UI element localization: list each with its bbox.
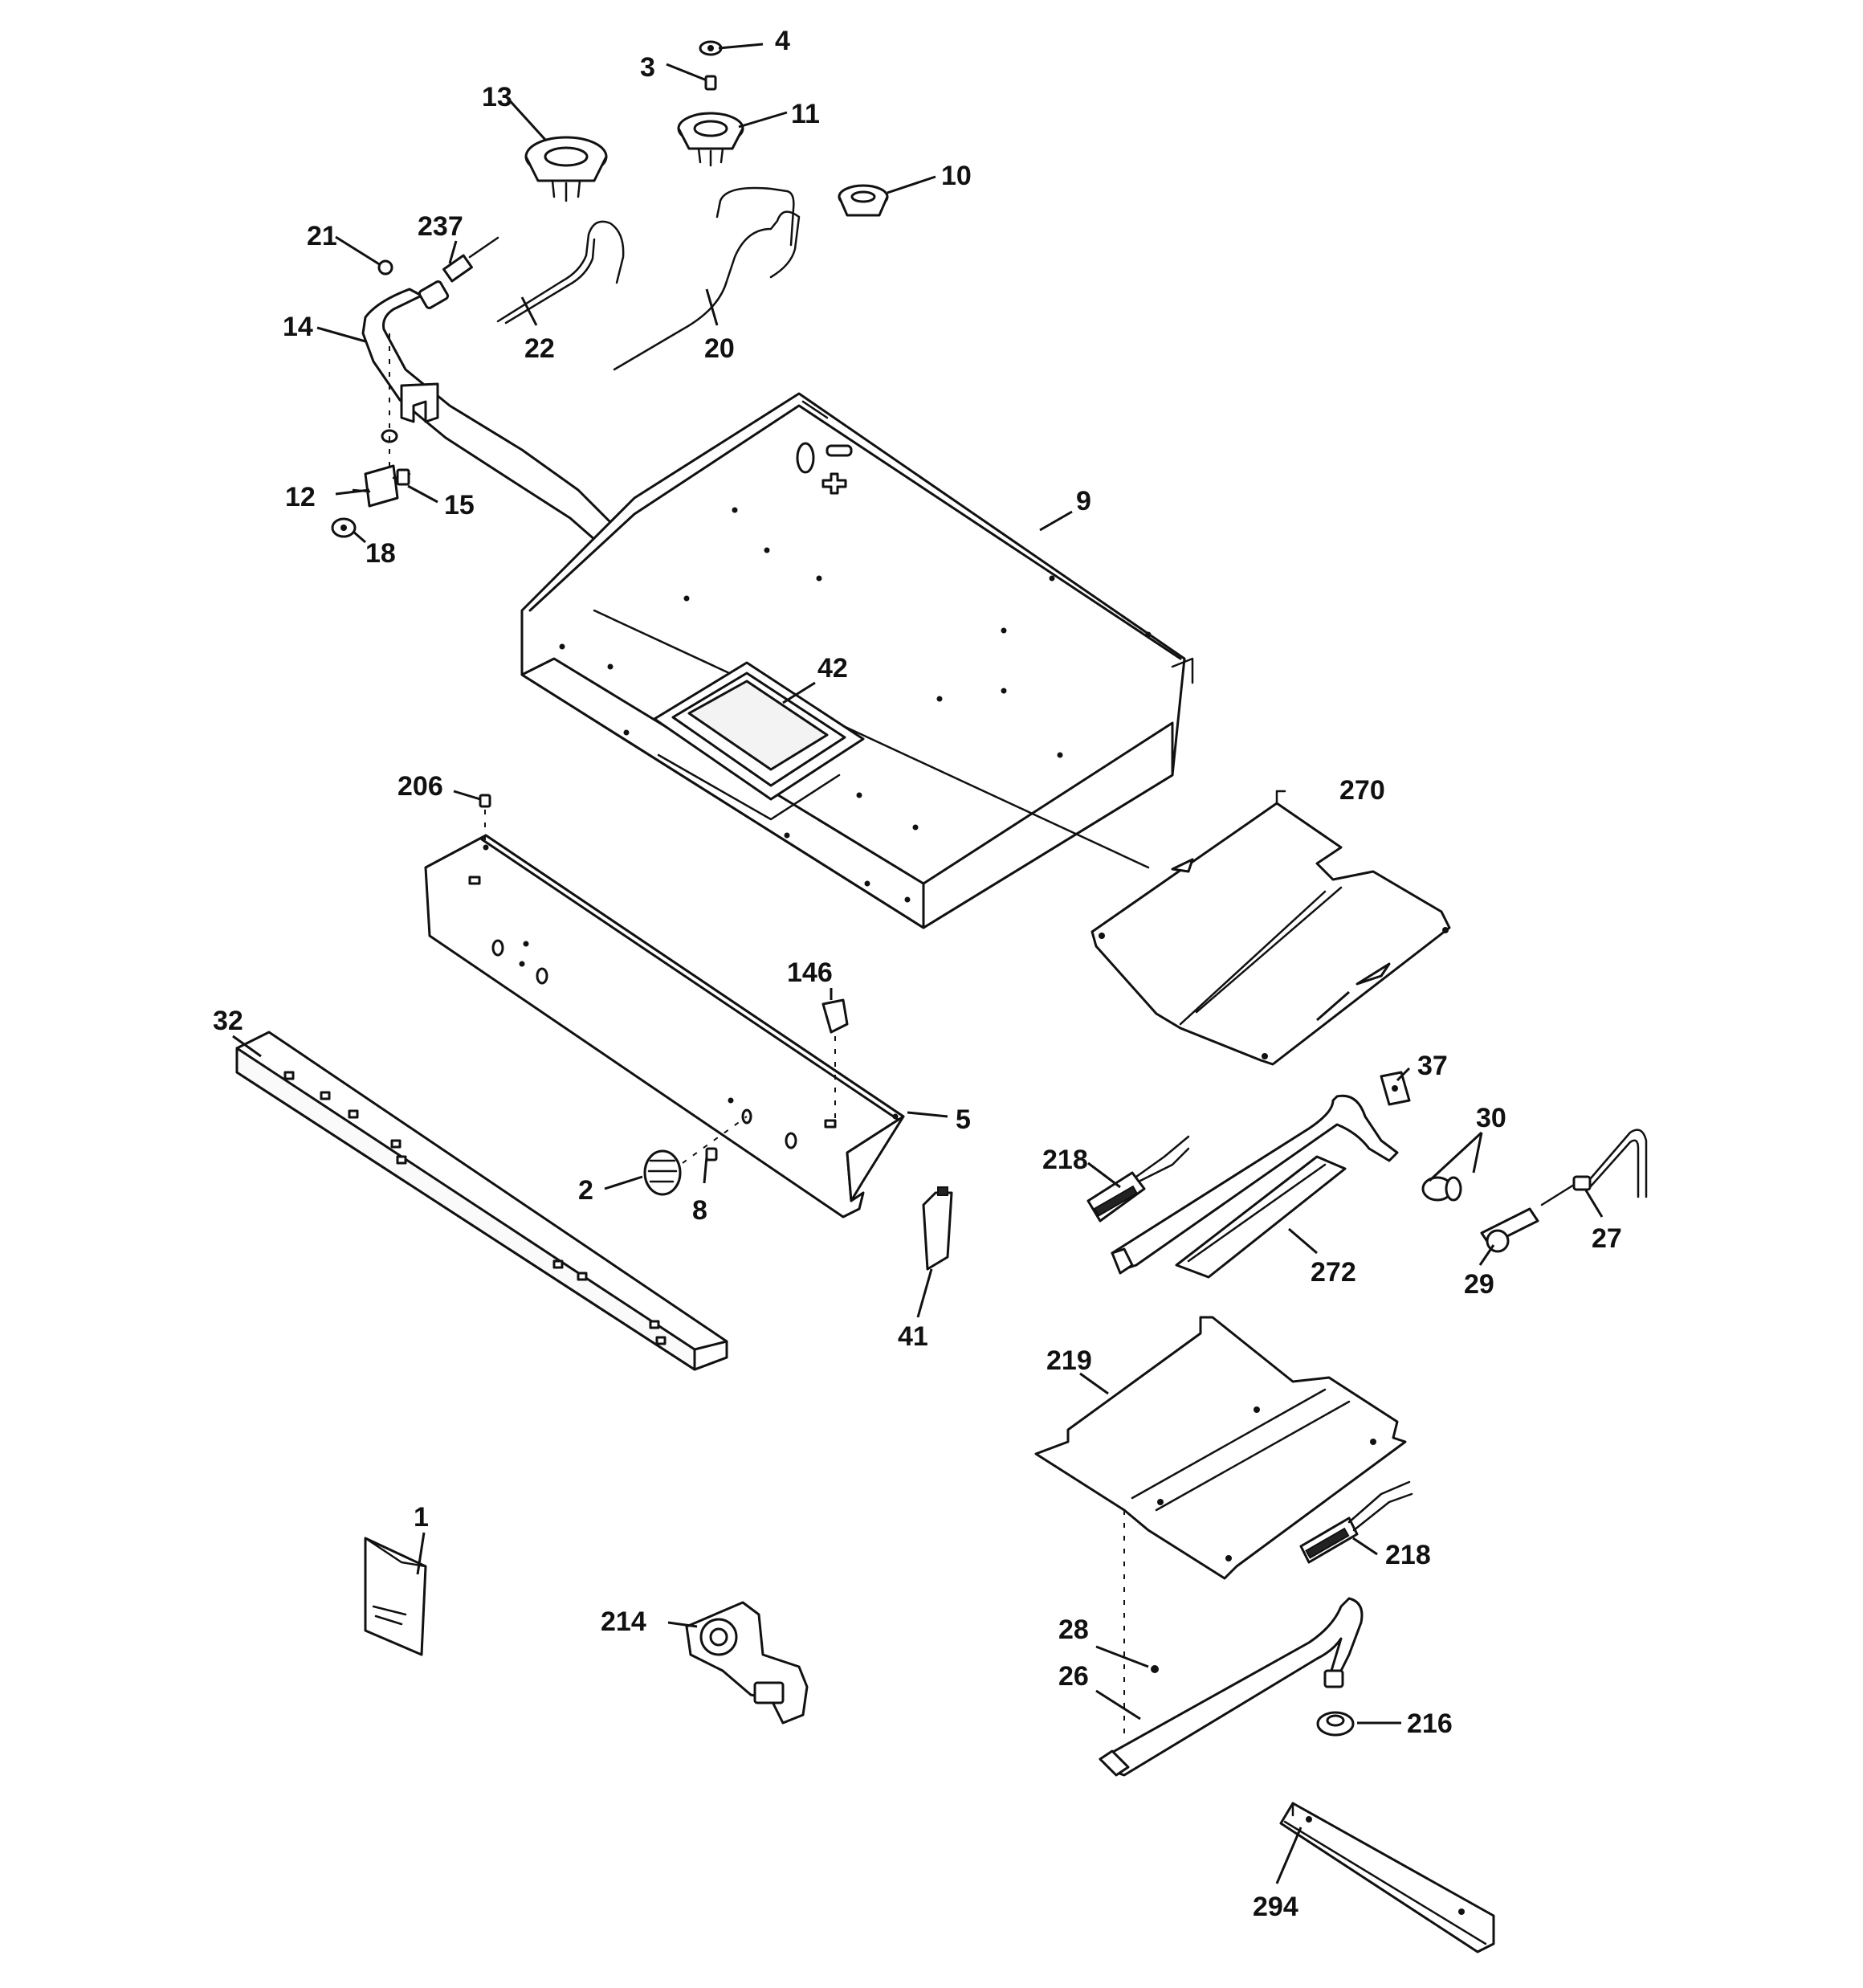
screw-206 xyxy=(479,794,491,808)
callout-37: 37 xyxy=(1417,1051,1448,1081)
callout-13: 13 xyxy=(482,82,512,112)
callout-216: 216 xyxy=(1407,1708,1453,1739)
callout-2: 2 xyxy=(578,1175,593,1206)
nut-18 xyxy=(331,517,357,538)
burner-head-13 xyxy=(524,136,608,202)
callout-labels: 4 3 11 13 10 21 237 14 22 20 12 15 18 9 … xyxy=(213,26,1622,1922)
callout-27: 27 xyxy=(1592,1223,1622,1254)
trim-strip-32 xyxy=(235,1031,728,1371)
rail-294 xyxy=(1279,1802,1495,1953)
callout-219: 219 xyxy=(1046,1345,1092,1376)
fitting-237 xyxy=(442,236,499,283)
broil-burner-26 xyxy=(1099,1597,1364,1777)
callout-272: 272 xyxy=(1311,1257,1356,1288)
screw-21 xyxy=(377,259,393,276)
callout-3: 3 xyxy=(640,52,655,83)
oven-burner-tube xyxy=(1111,1094,1399,1275)
callout-5: 5 xyxy=(956,1104,971,1135)
knob-2 xyxy=(643,1149,682,1196)
callout-8: 8 xyxy=(692,1195,707,1226)
bracket-37 xyxy=(1380,1071,1411,1106)
callout-10: 10 xyxy=(941,161,972,191)
callout-18: 18 xyxy=(365,538,396,569)
leader-lines xyxy=(232,43,1604,1884)
burner-head-10 xyxy=(838,184,889,217)
callout-20: 20 xyxy=(704,333,735,364)
callout-29: 29 xyxy=(1464,1269,1494,1300)
orifice-29 xyxy=(1480,1207,1539,1253)
owners-manual-1 xyxy=(364,1537,427,1656)
callout-12: 12 xyxy=(285,482,316,512)
callout-146: 146 xyxy=(787,957,833,988)
callout-4: 4 xyxy=(775,26,790,56)
gas-valve-214 xyxy=(685,1601,809,1725)
callout-22: 22 xyxy=(524,333,555,364)
callout-14: 14 xyxy=(283,312,313,342)
callout-1: 1 xyxy=(414,1502,429,1533)
callout-9: 9 xyxy=(1076,486,1091,516)
igniter-218-lower xyxy=(1299,1480,1413,1564)
oven-bottom-219 xyxy=(1034,1316,1407,1580)
burner-tube-22 xyxy=(496,220,625,323)
callout-30: 30 xyxy=(1476,1103,1506,1133)
orifice-3 xyxy=(704,75,717,91)
screw-28 xyxy=(1151,1665,1159,1673)
callout-270: 270 xyxy=(1339,775,1385,806)
callout-28: 28 xyxy=(1058,1614,1089,1645)
burner-tube-20 xyxy=(613,210,801,371)
callout-214: 214 xyxy=(601,1606,646,1637)
pan-holes xyxy=(559,507,1152,903)
nut-216 xyxy=(1316,1711,1355,1737)
burner-head-11 xyxy=(677,112,744,167)
callout-26: 26 xyxy=(1058,1661,1089,1692)
control-panel-5 xyxy=(424,834,905,1219)
gas-line-27 xyxy=(1540,1129,1648,1206)
baffle-270 xyxy=(1090,790,1451,1066)
callout-21: 21 xyxy=(307,221,337,251)
igniter-218-upper xyxy=(1086,1135,1190,1223)
callout-237: 237 xyxy=(418,211,463,242)
callout-218-upper: 218 xyxy=(1042,1145,1088,1175)
callout-15: 15 xyxy=(444,490,475,520)
callout-32: 32 xyxy=(213,1006,243,1036)
cooktop-pan-9 xyxy=(520,392,1194,929)
clip-146 xyxy=(821,998,849,1034)
callout-11: 11 xyxy=(791,99,820,129)
igniter-30 xyxy=(1421,1176,1462,1202)
callout-218-lower: 218 xyxy=(1385,1540,1431,1570)
handle-41 xyxy=(922,1186,953,1271)
cap-nut-4 xyxy=(699,40,723,56)
callout-206: 206 xyxy=(397,771,443,802)
vent-42 xyxy=(653,661,865,821)
spreader-272 xyxy=(1175,1155,1347,1279)
screw-8 xyxy=(705,1147,718,1161)
callout-41: 41 xyxy=(898,1321,928,1352)
screw-15 xyxy=(396,468,410,486)
callout-294: 294 xyxy=(1253,1892,1298,1922)
callout-42: 42 xyxy=(817,653,848,684)
